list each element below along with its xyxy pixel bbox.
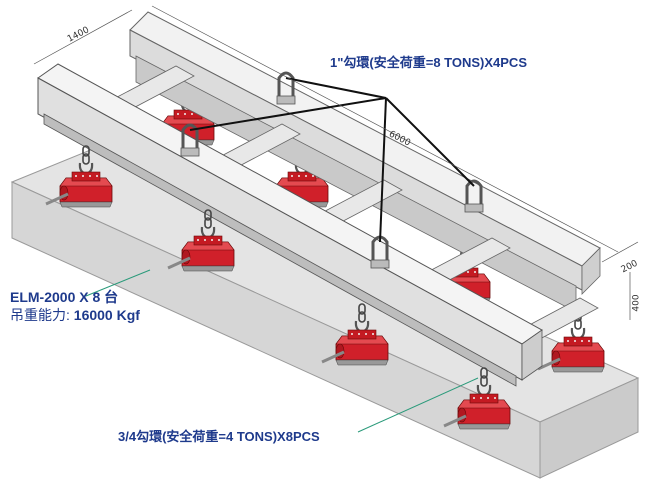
dimension-height: 400 — [631, 294, 642, 312]
capacity-value: 16000 Kgf — [73, 307, 140, 323]
leader-lines — [85, 269, 479, 433]
capacity-label: 吊重能力: 16000 Kgf — [10, 305, 140, 325]
shackle-small-label: 3/4勾環(安全荷重=4 TONS)X8PCS — [118, 429, 320, 444]
dimension-lines — [33, 5, 639, 320]
magnet-model-label: ELM-2000 X 8 台 — [10, 289, 119, 305]
shackle-large-label: 1"勾環(安全荷重=8 TONS)X4PCS — [330, 55, 527, 70]
capacity-prefix: 吊重能力: — [10, 307, 74, 323]
lifting-slings — [189, 77, 475, 243]
front-i-beam — [37, 63, 543, 387]
